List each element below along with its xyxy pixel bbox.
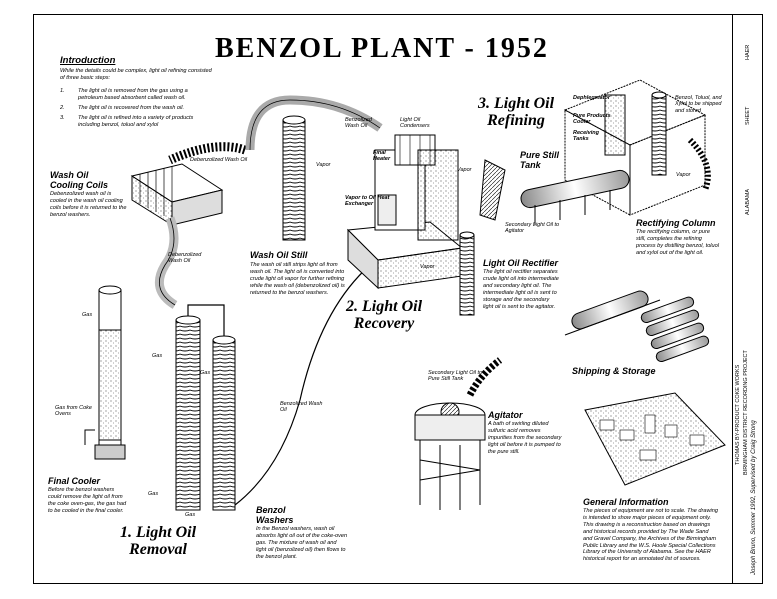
label-vapor-4: Vapor bbox=[676, 172, 691, 178]
label-gas-from-coke: Gas from Coke Ovens bbox=[55, 405, 92, 418]
shipping-storage-tanks bbox=[564, 290, 710, 363]
benzol-washers-text: In the Benzol washers, wash oil absorbs … bbox=[256, 526, 348, 560]
final-cooler-text: Before the benzol washers could remove t… bbox=[48, 487, 127, 514]
label-gas-4: Gas bbox=[148, 491, 159, 497]
light-oil-rectifier-heading: Light Oil Rectifier bbox=[483, 258, 559, 268]
wash-oil-still bbox=[245, 95, 383, 241]
wash-oil-cooling-text: Debenzolized wash oil is cooled in the w… bbox=[50, 191, 127, 218]
recovery-building bbox=[346, 134, 464, 290]
wash-oil-cooling-heading: Wash Oil Cooling Coils bbox=[50, 170, 108, 190]
label-pure-products-cooler: Pure Products Cooler bbox=[573, 113, 611, 126]
label-secondary-to-pure-still: Secondary Light Oil to Pure Still Tank bbox=[428, 370, 483, 383]
drawing-border bbox=[33, 14, 733, 584]
agitator-tank bbox=[414, 357, 503, 510]
intro-steps: 1.The light oil is removed from the gas … bbox=[60, 88, 210, 132]
debenzolized-wash-oil-pipes bbox=[154, 142, 247, 309]
rectifying-column-text: The rectifying column, or pure still, co… bbox=[636, 229, 720, 256]
label-heat-exchanger: Vapor to Oil Heat Exchanger bbox=[345, 195, 390, 208]
light-oil-rectifier-text: The light oil rectifier separates crude … bbox=[483, 269, 559, 310]
label-vapor-3: Vapor bbox=[420, 264, 435, 270]
shipping-storage-heading: Shipping & Storage bbox=[572, 366, 656, 376]
site-plan-view bbox=[584, 392, 726, 486]
intro-step: 1.The light oil is removed from the gas … bbox=[60, 88, 188, 101]
label-benzolized-mid: Benzolized Wash Oil bbox=[280, 401, 323, 414]
general-info-heading: General Information bbox=[583, 497, 669, 507]
label-vapor-2: Vapor bbox=[457, 167, 472, 173]
refining-building bbox=[563, 79, 711, 216]
label-benzolized-top: Benzolized Wash Oil bbox=[345, 117, 372, 130]
label-light-oil-condensers: Light Oil Condensers bbox=[400, 117, 430, 130]
intro-step: 2.The light oil is recovered from the wa… bbox=[60, 104, 185, 111]
label-vapor-1: Vapor bbox=[316, 162, 331, 168]
label-secondary-to-agitator: Secondary Light Oil to Agitator bbox=[505, 222, 560, 235]
label-debenzolized-top: Debenzolized Wash Oil bbox=[190, 157, 248, 163]
label-gas-2: Gas bbox=[152, 353, 163, 359]
benzol-washers bbox=[175, 304, 236, 511]
agitator-text: A bath of swirling diluted sulfuric acid… bbox=[488, 421, 562, 455]
benzol-washers-heading: Benzol Washers bbox=[256, 505, 294, 525]
label-gas-1: Gas bbox=[82, 312, 93, 318]
label-final-heater: Final Heater bbox=[373, 150, 391, 163]
title-block: THOMAS BY-PRODUCT COKE WORKS BIRMINGHAM … bbox=[733, 14, 763, 584]
label-dephlegmator: Dephlegmator bbox=[573, 95, 610, 101]
intro-lead: While the details could be complex, ligh… bbox=[60, 68, 212, 81]
wash-oil-still-heading: Wash Oil Still bbox=[250, 250, 308, 260]
label-gas-5: Gas bbox=[185, 512, 196, 518]
final-cooler bbox=[84, 285, 126, 460]
label-benzol-shipped: Benzol, Toluol, and Xylol to be shipped … bbox=[675, 95, 722, 114]
label-gas-3: Gas bbox=[200, 370, 211, 376]
rectifying-column-heading: Rectifying Column bbox=[636, 218, 716, 228]
label-debenzolized-left: Debenzolized Wash Oil bbox=[168, 252, 202, 265]
general-info-text: The pieces of equipment are not to scale… bbox=[583, 508, 718, 563]
light-oil-rectifier bbox=[459, 159, 506, 316]
label-receiving-tanks: Receiving Tanks bbox=[573, 130, 599, 143]
wash-oil-cooling-coils bbox=[130, 163, 224, 226]
page-title: BENZOL PLANT - 1952 bbox=[215, 33, 549, 64]
pure-still-tank-heading: Pure Still Tank bbox=[520, 150, 560, 170]
wash-oil-still-text: The wash oil still strips light oil from… bbox=[250, 262, 345, 296]
benzolized-wash-oil-pipe bbox=[234, 264, 371, 506]
final-cooler-heading: Final Cooler bbox=[48, 476, 101, 486]
pure-still-tank bbox=[520, 169, 630, 225]
intro-heading: Introduction bbox=[60, 55, 116, 66]
agitator-heading: Agitator bbox=[488, 410, 523, 420]
intro-step: 3.The light oil is refined into a variet… bbox=[60, 114, 194, 128]
